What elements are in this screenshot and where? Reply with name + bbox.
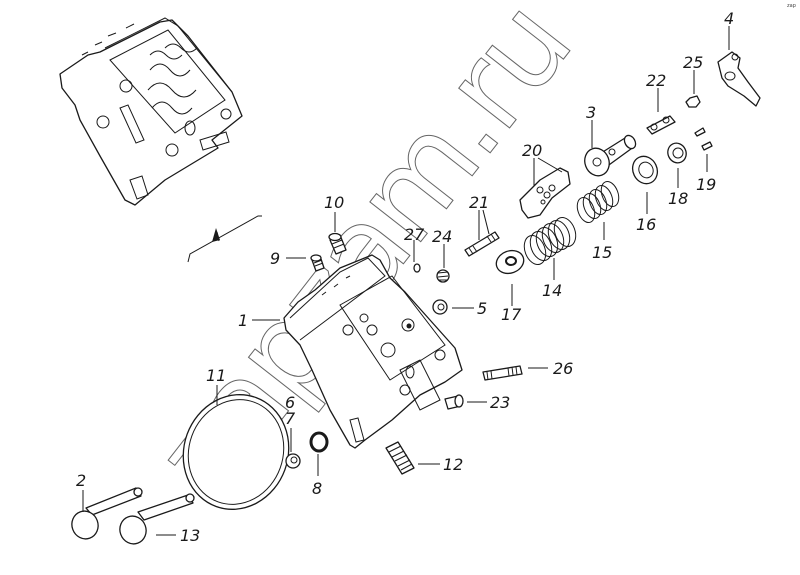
stud-long [464, 231, 500, 257]
callout-25: 25 [683, 53, 703, 72]
dowel-pin [444, 394, 464, 410]
callout-8: 8 [312, 479, 322, 498]
callout-26: 26 [553, 359, 573, 378]
callout-24: 24 [432, 227, 452, 246]
callout-18: 18 [668, 189, 688, 208]
stud [482, 365, 523, 381]
seal-ring [309, 431, 329, 453]
callout-10: 10 [324, 193, 344, 212]
callout-5: 5 [477, 299, 487, 318]
adjusting-nut [685, 95, 701, 108]
callout-16: 16 [636, 215, 656, 234]
bracket [519, 167, 571, 219]
callout-3: 3 [586, 103, 596, 122]
spring-retainer [631, 155, 659, 185]
inner-valve-spring [576, 180, 620, 224]
callout-4: 4 [724, 9, 734, 28]
callout-12: 12 [443, 455, 463, 474]
spring-washer [495, 249, 525, 275]
plug-a [310, 254, 325, 272]
plug [432, 299, 448, 315]
rocker-arm [717, 51, 761, 107]
corner-mark: zap [787, 3, 796, 9]
direction-arrow-icon [187, 215, 262, 263]
valve-stem-seal [667, 142, 687, 164]
callout-7: 7 [285, 409, 296, 428]
plug-b [328, 232, 347, 255]
callout-22: 22 [646, 71, 666, 90]
intake-valve [71, 487, 143, 540]
lock-plate [646, 115, 676, 135]
plug-c [436, 269, 450, 283]
callout-11: 11 [206, 366, 226, 385]
callout-1: 1 [238, 311, 248, 330]
callout-14: 14 [542, 281, 562, 300]
outer-valve-spring [523, 216, 577, 266]
callout-17: 17 [501, 305, 522, 324]
callout-23: 23 [490, 393, 510, 412]
callout-20: 20 [522, 141, 542, 160]
callout-27: 27 [404, 225, 425, 244]
head-gasket [182, 394, 290, 510]
pin [413, 263, 421, 273]
callout-15: 15 [592, 243, 612, 262]
threaded-sleeve [385, 441, 415, 475]
callout-6: 6 [285, 393, 295, 412]
callout-2: 2 [76, 471, 86, 490]
cylinder-head [283, 254, 463, 449]
plug-small [285, 453, 301, 469]
rocker-shaft-support [584, 134, 637, 177]
callout-21: 21 [469, 193, 489, 212]
assembled-head-view [59, 17, 243, 206]
valve-cotters [694, 127, 713, 151]
callout-9: 9 [270, 249, 280, 268]
callout-19: 19 [696, 175, 716, 194]
exhaust-valve [119, 493, 195, 545]
callout-13: 13 [180, 526, 200, 545]
